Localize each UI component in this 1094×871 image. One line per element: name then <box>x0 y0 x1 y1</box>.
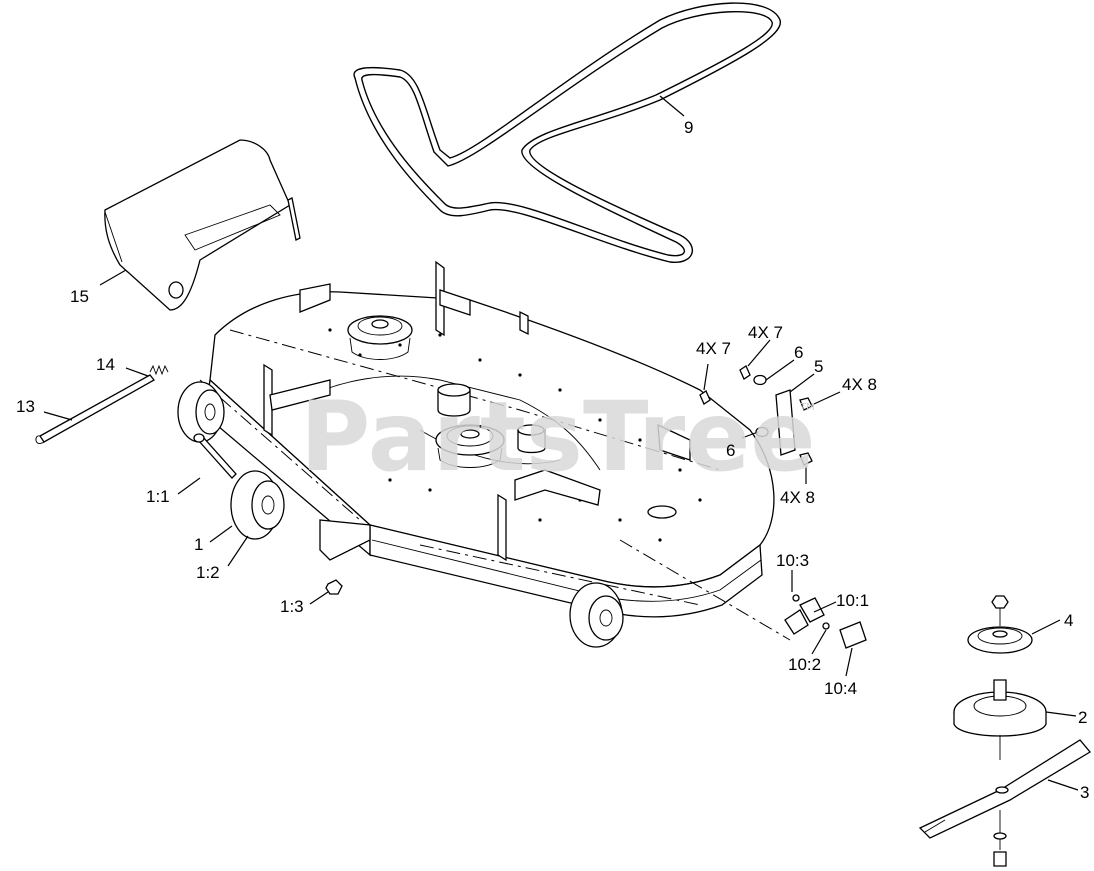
callout-10-2: 10:2 <box>788 655 821 674</box>
discharge-chute <box>104 139 301 311</box>
callout-4x8-a: 4X 8 <box>842 375 877 394</box>
deck-hanger-kit <box>657 365 813 466</box>
callout-5: 5 <box>814 357 823 376</box>
spindle-housing <box>953 679 1047 760</box>
blade-bolt <box>993 810 1007 867</box>
deck-idler-spacers <box>437 383 546 454</box>
callout-1: 1 <box>194 535 203 554</box>
watermark-tm: TM <box>799 402 815 413</box>
callout-1-3: 1:3 <box>280 597 304 616</box>
deck-spindle-pulley-right <box>435 424 505 468</box>
callout-10-4: 10:4 <box>824 679 857 698</box>
callout-4x8-b: 4X 8 <box>780 488 815 507</box>
callout-15: 15 <box>70 287 89 306</box>
callout-9: 9 <box>684 118 693 137</box>
callout-6-a: 6 <box>794 343 803 362</box>
gauge-wheel-kit <box>784 594 867 649</box>
callout-10-3: 10:3 <box>776 551 809 570</box>
deck-spindle-pulley-left <box>347 315 413 360</box>
deck-holes <box>328 328 702 542</box>
deck-brackets <box>263 260 601 562</box>
callout-2: 2 <box>1078 708 1087 727</box>
callout-6-b: 6 <box>726 441 735 460</box>
callout-1-1: 1:1 <box>146 487 170 506</box>
callout-1-2: 1:2 <box>196 563 220 582</box>
callout-4x7-b: 4X 7 <box>748 323 783 342</box>
callout-10-1: 10:1 <box>836 591 869 610</box>
chute-spring <box>149 364 169 376</box>
leader-lines <box>43 95 1079 791</box>
callout-13: 13 <box>16 397 35 416</box>
drive-belt <box>353 2 781 263</box>
chute-rod <box>35 374 155 444</box>
callout-4: 4 <box>1064 611 1073 630</box>
mower-blade <box>918 739 1091 839</box>
spindle-pulley <box>967 595 1033 654</box>
deck-wheel-front-right <box>569 582 624 648</box>
callout-3: 3 <box>1080 783 1089 802</box>
callout-14: 14 <box>96 355 115 374</box>
callout-labels: 9 15 14 13 4X 7 4X 7 6 5 4X 8 6 4X 8 1:1… <box>16 118 1089 802</box>
deck-wheel-front-left <box>230 470 285 540</box>
watermark: PartsTree <box>300 381 815 493</box>
wheel-nut <box>325 579 343 595</box>
wheel-bolt <box>193 433 237 479</box>
callout-4x7-a: 4X 7 <box>696 339 731 358</box>
